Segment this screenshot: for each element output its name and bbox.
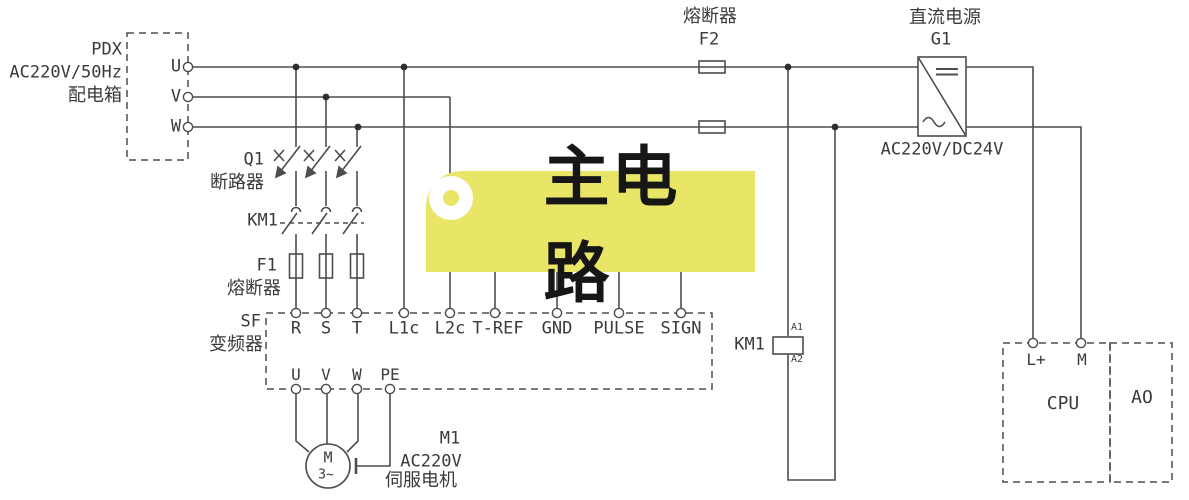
sf-terminal-l2c: L2c — [434, 318, 466, 339]
g1-rating-label: AC220V/DC24V — [880, 139, 1004, 160]
g1-ref-label: G1 — [930, 29, 952, 50]
page-title: 主电路 — [543, 139, 680, 312]
cpu-terminal-lplus: L+ — [1026, 350, 1046, 369]
f2-ref-label: F2 — [698, 29, 720, 50]
sf-ref-label: SF — [240, 311, 261, 332]
m1-name-label: 伺服电机 — [385, 470, 457, 491]
km1-coil-ref-label: KM1 — [734, 334, 765, 355]
q1-ref-label: Q1 — [243, 149, 264, 170]
m1-rating-label: AC220V — [400, 451, 462, 472]
q1-breaker-symbol — [273, 145, 362, 206]
pdx-rating-label: AC220V/50Hz — [9, 62, 122, 83]
sf-terminal-s: S — [320, 318, 332, 339]
sf-terminal-t: T — [351, 318, 363, 339]
km1-contact-symbol — [280, 206, 364, 309]
cpu-terminal-m: M — [1077, 350, 1087, 369]
km1-contacts-label: KM1 — [247, 210, 278, 231]
mains-wires — [193, 66, 918, 128]
m1-phases-label: 3~ — [318, 467, 334, 483]
sf-terminal-sign: SIGN — [660, 318, 702, 339]
pdx-name-label: 配电箱 — [68, 85, 122, 106]
f1-fuse-symbol — [288, 253, 365, 279]
pdx-terminal-u: U — [170, 56, 182, 77]
title-banner: 主电路 — [426, 139, 755, 312]
q1-name-label: 断路器 — [210, 172, 264, 193]
junction-dots — [292, 63, 839, 131]
km1-coil-symbol — [772, 67, 836, 481]
cpu-box — [1002, 342, 1111, 483]
f2-fuse-symbol — [698, 60, 726, 134]
sf-terminal-out-v: V — [321, 365, 331, 384]
m1-motor-wires — [295, 394, 391, 474]
cpu-label: CPU — [1046, 393, 1080, 414]
g1-converter-symbol — [917, 56, 1082, 338]
sf-terminal-out-u: U — [291, 365, 301, 384]
terminal-circles — [182, 61, 1087, 395]
pdx-ref-label: PDX — [91, 39, 122, 60]
m1-motor-symbol — [305, 443, 351, 489]
km1-coil-a1-label: A1 — [791, 322, 804, 333]
f2-name-label: 熔断器 — [683, 6, 737, 27]
f1-ref-label: F1 — [256, 255, 277, 276]
ring-icon — [429, 176, 473, 220]
km1-coil-a2-label: A2 — [791, 354, 804, 365]
pdx-terminal-w: W — [170, 116, 182, 137]
ao-label: AO — [1131, 387, 1153, 408]
sf-terminal-pulse: PULSE — [593, 318, 645, 339]
sf-terminal-r: R — [290, 318, 302, 339]
sf-terminal-out-w: W — [352, 365, 362, 384]
pdx-terminal-v: V — [170, 86, 182, 107]
sf-terminal-gnd: GND — [541, 318, 573, 339]
sf-terminal-l1c: L1c — [388, 318, 420, 339]
m1-symbol-label: M — [323, 448, 333, 467]
f1-name-label: 熔断器 — [227, 278, 281, 299]
sf-name-label: 变频器 — [209, 334, 263, 355]
m1-ref-label: M1 — [439, 428, 461, 449]
ao-box — [1109, 342, 1173, 483]
sf-terminal-pe: PE — [380, 365, 400, 384]
sf-inverter-box — [265, 312, 713, 390]
g1-name-label: 直流电源 — [909, 7, 981, 28]
sf-terminal-tref: T-REF — [472, 318, 524, 339]
